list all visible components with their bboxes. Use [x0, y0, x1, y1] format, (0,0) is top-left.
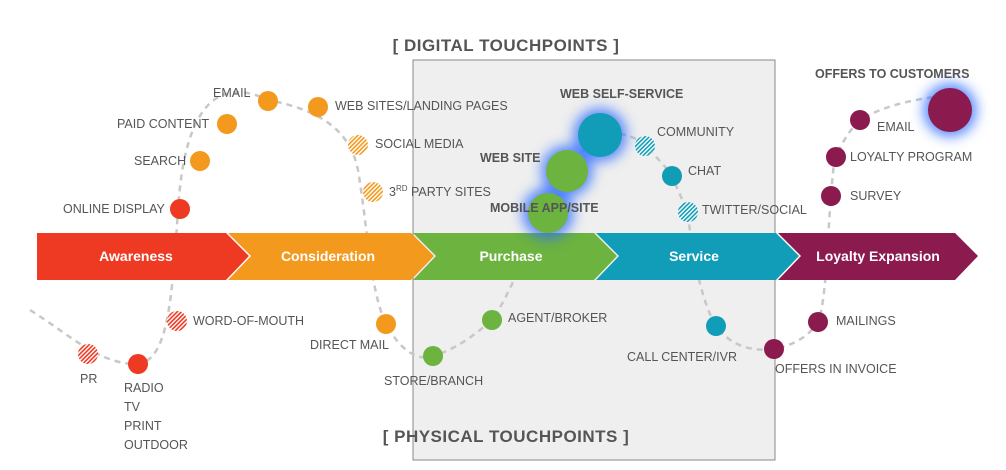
label-loyalty-program: LOYALTY PROGRAM — [850, 150, 972, 164]
stage-label-awareness: Awareness — [99, 248, 173, 264]
label-third-party-rest: PARTY SITES — [408, 185, 491, 199]
node-mobile-app — [528, 193, 568, 233]
node-email-awareness — [258, 91, 278, 111]
physical-touchpoints-header: [ PHYSICAL TOUCHPOINTS ] — [383, 427, 630, 446]
label-twitter-social: TWITTER/SOCIAL — [702, 203, 807, 217]
label-direct-mail: DIRECT MAIL — [310, 338, 389, 352]
label-offers-to-customers: OFFERS TO CUSTOMERS — [815, 67, 969, 81]
label-tv: TV — [124, 400, 141, 414]
node-radio — [128, 354, 148, 374]
stage-label-purchase: Purchase — [479, 248, 542, 264]
node-pr — [78, 344, 98, 364]
touchpoint-labels: ONLINE DISPLAY SEARCH PAID CONTENT EMAIL… — [63, 67, 972, 452]
node-offers-to-customers — [928, 88, 972, 132]
label-print: PRINT — [124, 419, 162, 433]
stage-label-service: Service — [669, 248, 719, 264]
label-store-branch: STORE/BRANCH — [384, 374, 483, 388]
label-radio: RADIO — [124, 381, 164, 395]
label-third-party-sup: RD — [396, 184, 408, 193]
label-web-sites-landing: WEB SITES/LANDING PAGES — [335, 99, 508, 113]
node-offers-in-invoice — [764, 339, 784, 359]
label-word-of-mouth: WORD-OF-MOUTH — [193, 314, 304, 328]
node-social-media — [348, 135, 368, 155]
label-email-awareness: EMAIL — [213, 86, 251, 100]
label-web-self-service: WEB SELF-SERVICE — [560, 87, 683, 101]
label-pr: PR — [80, 372, 97, 386]
node-survey — [821, 186, 841, 206]
label-search: SEARCH — [134, 154, 186, 168]
label-chat: CHAT — [688, 164, 721, 178]
node-paid-content — [217, 114, 237, 134]
label-email-loyalty: EMAIL — [877, 120, 915, 134]
stage-label-consideration: Consideration — [281, 248, 375, 264]
stage-purchase — [413, 233, 617, 280]
node-agent-broker — [482, 310, 502, 330]
stage-label-loyalty: Loyalty Expansion — [816, 248, 940, 264]
node-loyalty-program — [826, 147, 846, 167]
node-mailings — [808, 312, 828, 332]
node-word-of-mouth — [167, 311, 187, 331]
node-store-branch — [423, 346, 443, 366]
label-survey: SURVEY — [850, 189, 902, 203]
digital-touchpoints-header: [ DIGITAL TOUCHPOINTS ] — [393, 36, 620, 55]
stage-consideration — [228, 233, 434, 280]
label-offers-in-invoice: OFFERS IN INVOICE — [775, 362, 897, 376]
node-email-loyalty — [850, 110, 870, 130]
stage-awareness — [37, 233, 249, 280]
label-community: COMMUNITY — [657, 125, 735, 139]
label-outdoor: OUTDOOR — [124, 438, 188, 452]
label-third-party-prefix: 3 — [389, 185, 396, 199]
stage-service — [596, 233, 799, 280]
label-call-center: CALL CENTER/IVR — [627, 350, 737, 364]
node-direct-mail — [376, 314, 396, 334]
node-web-site — [546, 150, 588, 192]
label-paid-content: PAID CONTENT — [117, 117, 209, 131]
label-mailings: MAILINGS — [836, 314, 896, 328]
node-web-sites-landing — [308, 97, 328, 117]
label-third-party: 3RD PARTY SITES — [389, 184, 491, 199]
label-agent-broker: AGENT/BROKER — [508, 311, 607, 325]
node-online-display — [170, 199, 190, 219]
label-web-site: WEB SITE — [480, 151, 540, 165]
label-online-display: ONLINE DISPLAY — [63, 202, 166, 216]
label-social-media: SOCIAL MEDIA — [375, 137, 464, 151]
stage-loyalty — [778, 233, 978, 280]
node-chat — [662, 166, 682, 186]
node-third-party — [363, 182, 383, 202]
node-community — [635, 136, 655, 156]
node-twitter-social — [678, 202, 698, 222]
label-mobile-app: MOBILE APP/SITE — [490, 201, 599, 215]
node-call-center — [706, 316, 726, 336]
stage-bar: Awareness Consideration Purchase Service… — [37, 233, 978, 280]
node-web-self-service — [578, 113, 622, 157]
node-search — [190, 151, 210, 171]
touchpoint-nodes — [78, 88, 972, 374]
